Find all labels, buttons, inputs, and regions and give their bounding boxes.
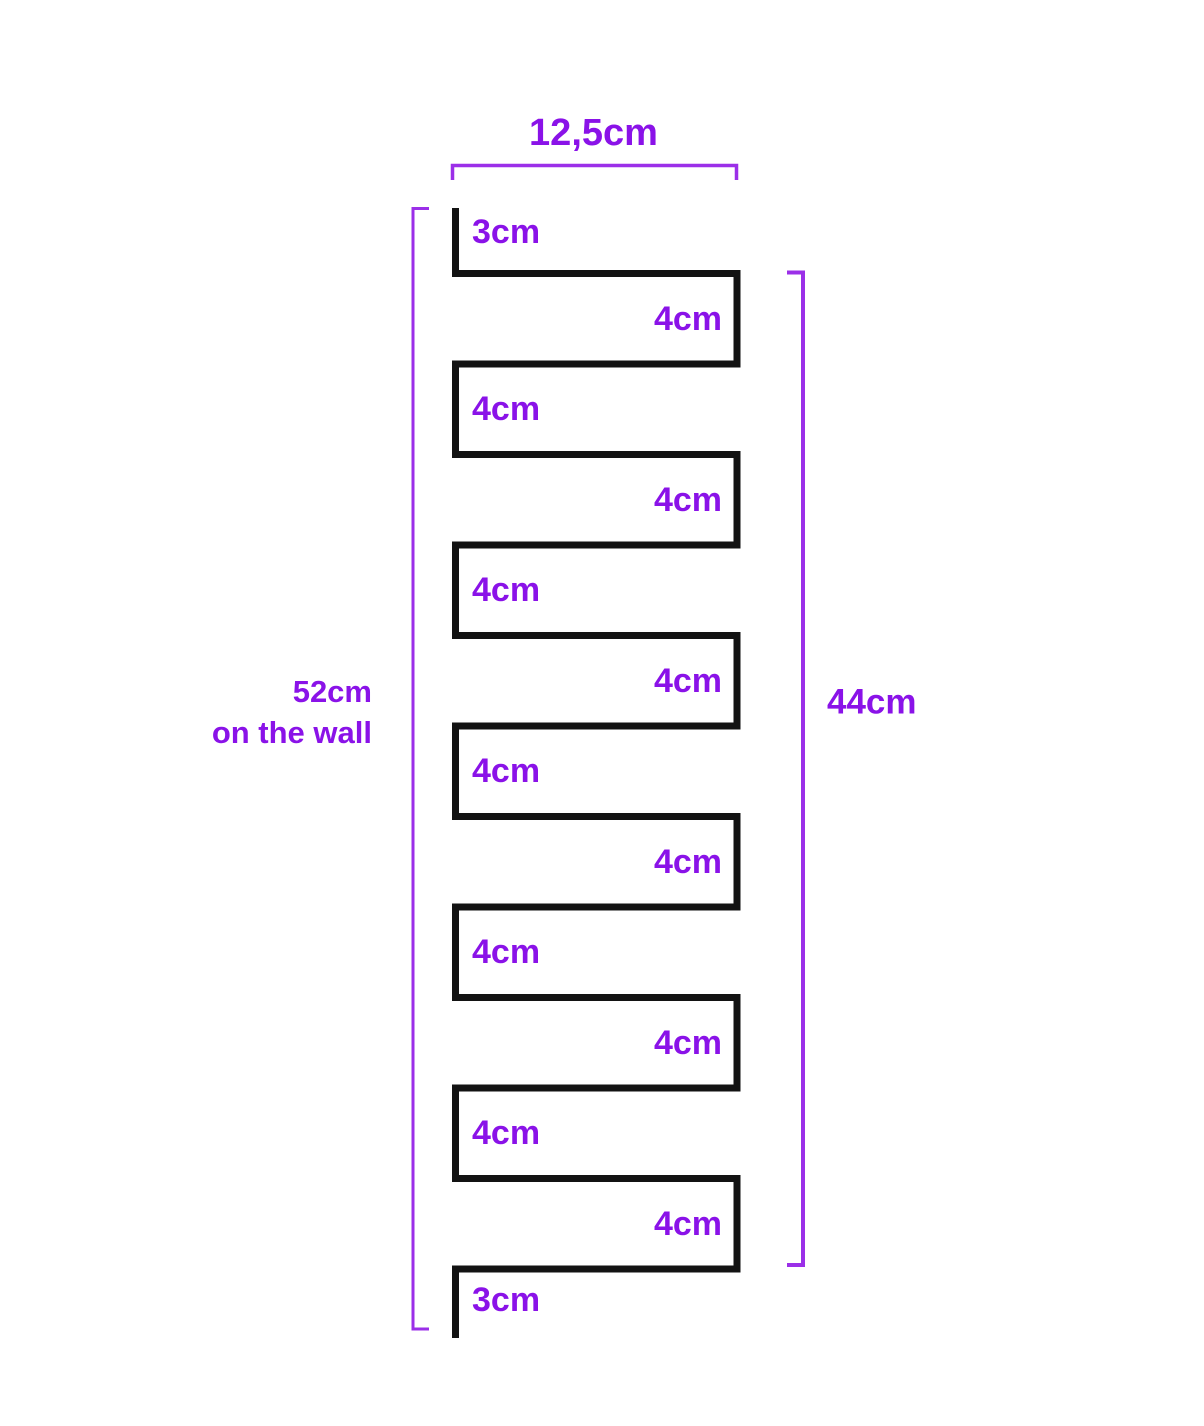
- segment-label: 4cm: [472, 752, 541, 791]
- segment-label: 4cm: [653, 1204, 722, 1243]
- wall-height-caption: on the wall: [211, 715, 372, 750]
- segment-label: 4cm: [653, 299, 722, 338]
- top-width-label: 12,5cm: [529, 112, 658, 154]
- wall-height-value: 52cm: [292, 674, 372, 709]
- zigzag-outline: [452, 208, 741, 1338]
- segment-label: 4cm: [472, 571, 541, 610]
- right-span-label: 44cm: [827, 682, 917, 722]
- wall-height-label: 52cm on the wall: [212, 671, 372, 753]
- top-width-bracket: [450, 163, 739, 180]
- segment-label: 4cm: [472, 390, 541, 429]
- segment-label: 4cm: [472, 1114, 541, 1153]
- segment-label: 4cm: [472, 933, 541, 972]
- segment-label: 4cm: [653, 1023, 722, 1062]
- segment-label: 4cm: [653, 842, 722, 881]
- segment-label: 3cm: [472, 1281, 541, 1319]
- left-height-bracket: [411, 207, 429, 1331]
- segment-label: 4cm: [653, 661, 722, 700]
- segment-label: 4cm: [653, 480, 722, 519]
- right-height-bracket: [787, 270, 805, 1267]
- segment-label: 3cm: [472, 213, 541, 251]
